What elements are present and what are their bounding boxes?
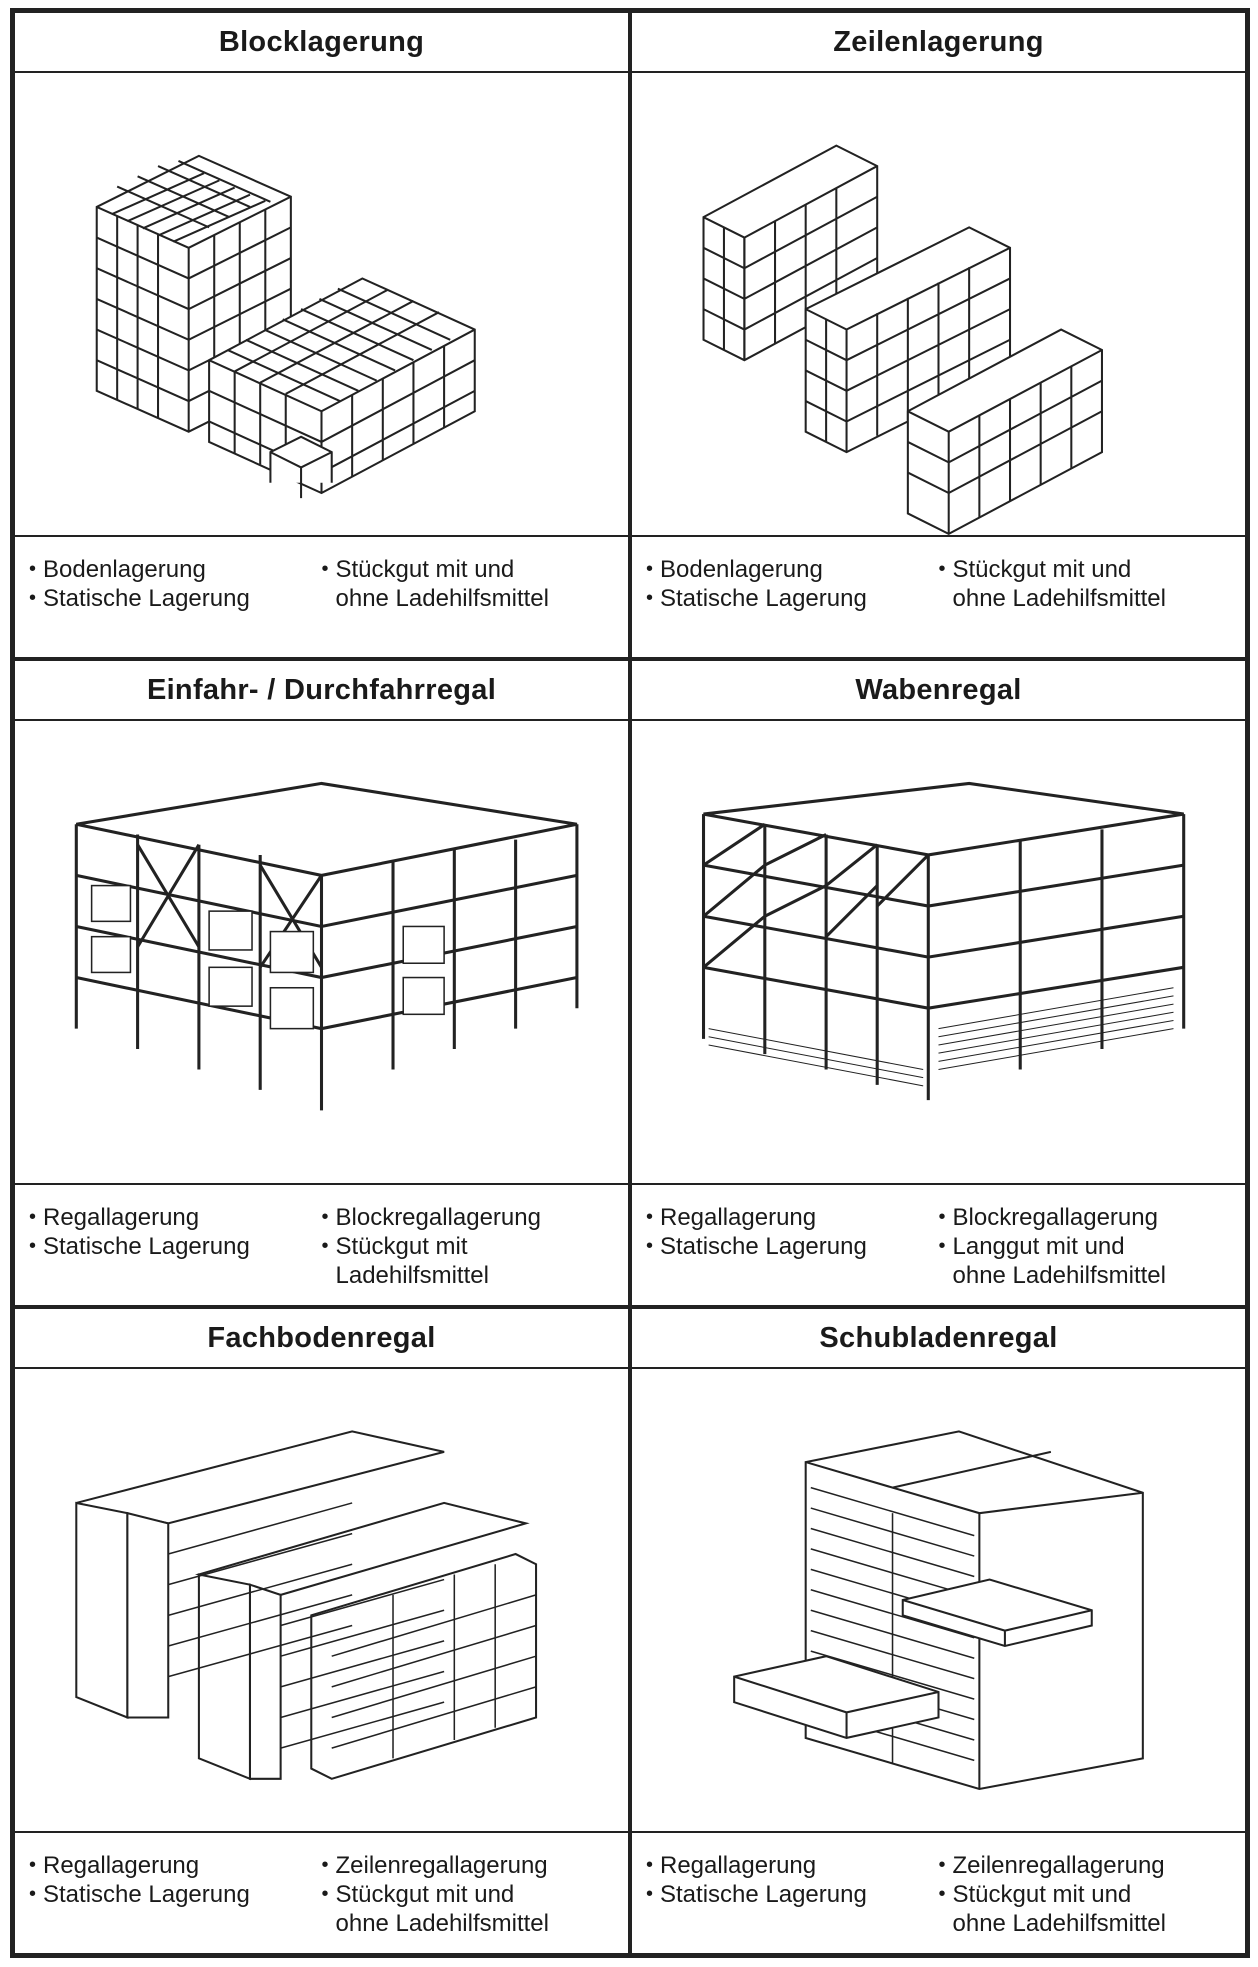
bullet-icon: •: [29, 555, 43, 584]
property-item: •Regallagerung: [29, 1851, 322, 1880]
property-item: •Statische Lagerung: [646, 1232, 939, 1261]
panel-properties: •Regallagerung •Statische Lagerung •Zeil…: [632, 1833, 1245, 1953]
drawer-cabinet-svg: [632, 1369, 1245, 1831]
panel-properties: •Bodenlagerung •Statische Lagerung •Stüc…: [632, 537, 1245, 657]
properties-left: •Regallagerung •Statische Lagerung: [29, 1851, 322, 1945]
illustration-drawer-cabinet: [632, 1369, 1245, 1833]
panel-einfahrregal: Einfahr- / Durchfahrregal: [13, 659, 630, 1307]
properties-left: •Bodenlagerung •Statische Lagerung: [29, 555, 322, 649]
property-item: •Stückgut mit Ladehilfsmittel: [322, 1232, 615, 1290]
property-item: •Stückgut mit und ohne Ladehilfsmittel: [322, 1880, 615, 1938]
bullet-icon: •: [646, 555, 660, 584]
property-item: •Statische Lagerung: [29, 584, 322, 613]
properties-left: •Regallagerung •Statische Lagerung: [646, 1851, 939, 1945]
property-item: •Statische Lagerung: [29, 1232, 322, 1261]
property-item: •Regallagerung: [646, 1851, 939, 1880]
drive-in-rack-svg: [15, 721, 628, 1183]
row-storage-svg: [632, 73, 1245, 535]
properties-right: •Stückgut mit und ohne Ladehilfsmittel: [322, 555, 615, 649]
properties-right: •Stückgut mit und ohne Ladehilfsmittel: [939, 555, 1232, 649]
bullet-icon: •: [29, 1851, 43, 1880]
property-item: •Statische Lagerung: [646, 584, 939, 613]
illustration-row-storage: [632, 73, 1245, 537]
property-item: •Zeilenregallagerung: [322, 1851, 615, 1880]
panel-title: Zeilenlagerung: [632, 13, 1245, 73]
panel-fachbodenregal: Fachbodenregal: [13, 1307, 630, 1955]
bullet-icon: •: [322, 1203, 336, 1232]
illustration-block-storage: [15, 73, 628, 537]
properties-right: •Zeilenregallagerung •Stückgut mit und o…: [939, 1851, 1232, 1945]
bullet-icon: •: [939, 1851, 953, 1880]
panel-title: Einfahr- / Durchfahrregal: [15, 661, 628, 721]
bullet-icon: •: [322, 1232, 336, 1261]
bullet-icon: •: [939, 555, 953, 584]
property-item: •Stückgut mit und ohne Ladehilfsmittel: [322, 555, 615, 613]
panel-title: Wabenregal: [632, 661, 1245, 721]
panel-title: Schubladenregal: [632, 1309, 1245, 1369]
property-item: •Statische Lagerung: [29, 1880, 322, 1909]
panel-zeilenlagerung: Zeilenlagerung: [630, 11, 1247, 659]
properties-right: •Zeilenregallagerung •Stückgut mit und o…: [322, 1851, 615, 1945]
illustration-shelving: [15, 1369, 628, 1833]
property-item: •Blockregallagerung: [322, 1203, 615, 1232]
bullet-icon: •: [322, 1851, 336, 1880]
shelving-svg: [15, 1369, 628, 1831]
bullet-icon: •: [646, 1851, 660, 1880]
property-item: •Statische Lagerung: [646, 1880, 939, 1909]
row-stacks: [704, 146, 1102, 534]
properties-left: •Bodenlagerung •Statische Lagerung: [646, 555, 939, 649]
property-item: •Bodenlagerung: [29, 555, 322, 584]
bullet-icon: •: [29, 584, 43, 613]
property-item: •Stückgut mit und ohne Ladehilfsmittel: [939, 555, 1232, 613]
panel-wabenregal: Wabenregal •Regallagerung: [630, 659, 1247, 1307]
panel-blocklagerung: Blocklagerung: [13, 11, 630, 659]
property-item: •Regallagerung: [646, 1203, 939, 1232]
properties-right: •Blockregallagerung •Langgut mit und ohn…: [939, 1203, 1232, 1297]
panel-title: Fachbodenregal: [15, 1309, 628, 1369]
illustration-honeycomb-rack: [632, 721, 1245, 1185]
bullet-icon: •: [646, 584, 660, 613]
bullet-icon: •: [646, 1880, 660, 1909]
property-item: •Langgut mit und ohne Ladehilfsmittel: [939, 1232, 1232, 1290]
bullet-icon: •: [29, 1203, 43, 1232]
property-item: •Bodenlagerung: [646, 555, 939, 584]
long-goods: [709, 988, 1174, 1086]
panel-properties: •Regallagerung •Statische Lagerung •Bloc…: [15, 1185, 628, 1305]
bullet-icon: •: [322, 1880, 336, 1909]
property-item: •Blockregallagerung: [939, 1203, 1232, 1232]
bullet-icon: •: [29, 1232, 43, 1261]
panel-title: Blocklagerung: [15, 13, 628, 73]
rack-frame: [76, 783, 577, 1110]
bullet-icon: •: [322, 555, 336, 584]
property-item: •Zeilenregallagerung: [939, 1851, 1232, 1880]
bullet-icon: •: [646, 1232, 660, 1261]
shelf-units: [76, 1431, 536, 1778]
properties-left: •Regallagerung •Statische Lagerung: [29, 1203, 322, 1297]
honeycomb-rack-svg: [632, 721, 1245, 1183]
illustration-drive-in-rack: [15, 721, 628, 1185]
block-storage-svg: [15, 73, 628, 535]
storage-types-grid: Blocklagerung: [10, 8, 1250, 1958]
properties-right: •Blockregallagerung •Stückgut mit Ladehi…: [322, 1203, 615, 1297]
panel-properties: •Regallagerung •Statische Lagerung •Bloc…: [632, 1185, 1245, 1305]
bullet-icon: •: [939, 1203, 953, 1232]
properties-left: •Regallagerung •Statische Lagerung: [646, 1203, 939, 1297]
panel-properties: •Regallagerung •Statische Lagerung •Zeil…: [15, 1833, 628, 1953]
bullet-icon: •: [646, 1203, 660, 1232]
property-item: •Regallagerung: [29, 1203, 322, 1232]
property-item: •Stückgut mit und ohne Ladehilfsmittel: [939, 1880, 1232, 1938]
bullet-icon: •: [29, 1880, 43, 1909]
bullet-icon: •: [939, 1880, 953, 1909]
bullet-icon: •: [939, 1232, 953, 1261]
panel-schubladenregal: Schubladenregal: [630, 1307, 1247, 1955]
panel-properties: •Bodenlagerung •Statische Lagerung •Stüc…: [15, 537, 628, 657]
